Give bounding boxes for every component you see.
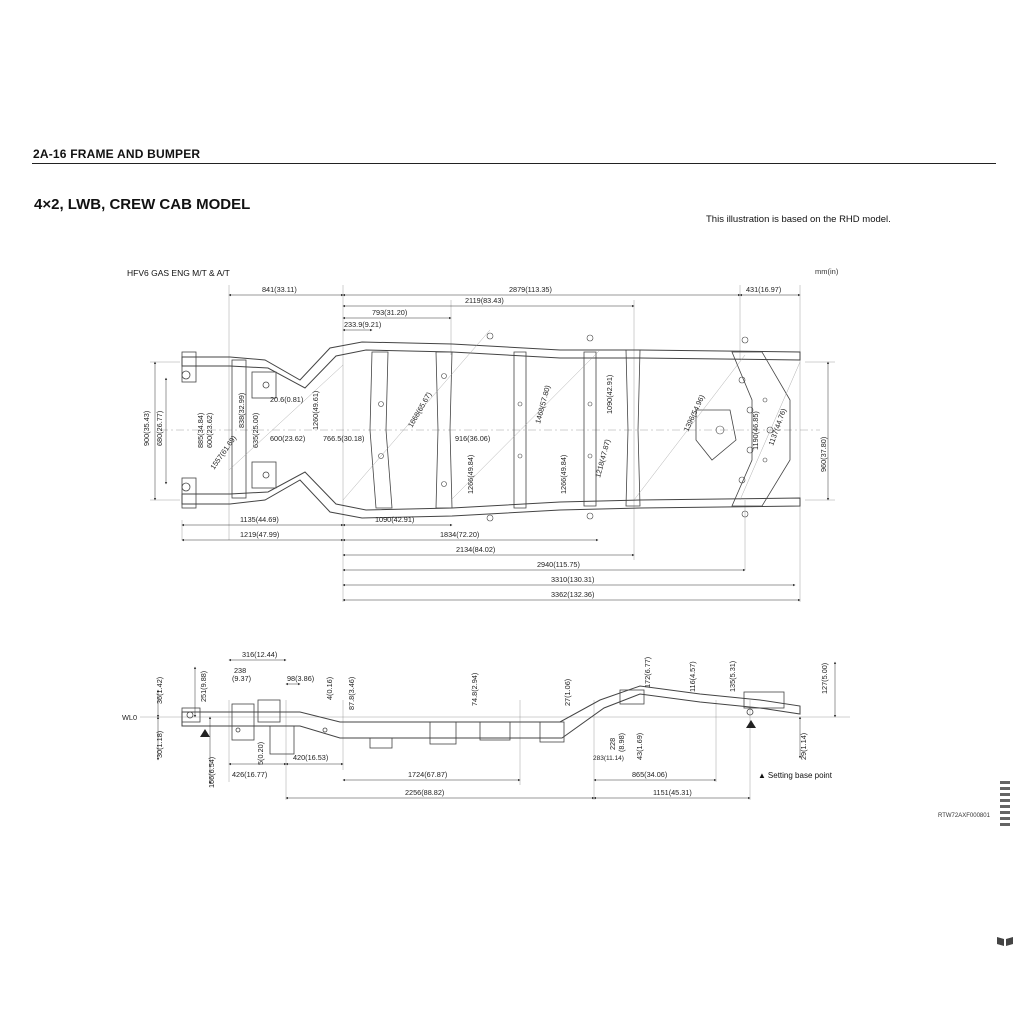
legend: ▲Setting base point [758, 771, 832, 780]
dim-s1724: 1724(67.87) [408, 770, 447, 779]
legend-label: Setting base point [767, 771, 832, 780]
dim-h916: 916(36.06) [455, 434, 490, 443]
dim-v1468: 1468(57.80) [533, 384, 552, 424]
dim-s238: 238 [234, 666, 246, 675]
unit-label: mm(in) [815, 267, 839, 276]
rhd-note: This illustration is based on the RHD mo… [706, 214, 891, 225]
triangle-icon: ▲ [758, 771, 766, 780]
dim-s43: 43(1.69) [635, 733, 644, 760]
dim-h2940: 2940(115.75) [537, 560, 580, 569]
engine-label: HFV6 GAS ENG M/T & A/T [127, 268, 230, 278]
dim-h3310: 3310(130.31) [551, 575, 594, 584]
dim-v1090: 1090(42.91) [605, 375, 614, 414]
top-view [150, 285, 835, 602]
dim-s135: 135(5.31) [728, 661, 737, 692]
dim-s30: 30(1.18) [155, 731, 164, 758]
dim-s426: 426(16.77) [232, 770, 267, 779]
dim-v885: 885(34.84) [196, 413, 205, 448]
dim-s166: 166(6.54) [207, 757, 216, 788]
dim-s29: 29(1.14) [799, 733, 808, 760]
dim-v960: 960(37.80) [819, 437, 828, 472]
dim-h1834: 1834(72.20) [440, 530, 479, 539]
dim-s2256: 2256(88.82) [405, 788, 444, 797]
dim-h1219: 1219(47.99) [240, 530, 279, 539]
margin-index-mark [1000, 781, 1010, 829]
dim-h1090b: 1090(42.91) [375, 515, 414, 524]
dim-h793: 793(31.20) [372, 308, 407, 317]
header-rule [32, 163, 996, 164]
dim-h841: 841(33.11) [262, 285, 297, 294]
reference-code: RTW72AXF000801 [938, 813, 990, 819]
dim-s316: 316(12.44) [242, 650, 277, 659]
dim-v1266b: 1266(49.84) [559, 455, 568, 494]
dim-s27: 27(1.06) [563, 679, 572, 706]
dim-h20: 20.6(0.81) [270, 395, 303, 404]
dim-s748: 74.8(2.94) [470, 673, 479, 706]
dim-v1668: 1668(65.67) [406, 390, 433, 429]
dim-h2134: 2134(84.02) [456, 545, 495, 554]
top-view-labels: 841(33.11) 2879(113.35) 431(16.97) 2119(… [142, 285, 828, 599]
dim-v900: 900(35.43) [142, 411, 151, 446]
dim-h233: 233.9(9.21) [344, 320, 381, 329]
dim-v1260: 1260(49.61) [311, 391, 320, 430]
book-icon [997, 937, 1013, 946]
dim-s116: 116(4.57) [688, 661, 697, 692]
dim-h3362: 3362(132.36) [551, 590, 594, 599]
dim-h600: 600(23.62) [270, 434, 305, 443]
dim-s865: 865(34.06) [632, 770, 667, 779]
dim-s1151: 1151(45.31) [653, 788, 692, 797]
side-view-labels: WL0 316(12.44) 238 (9.37) 98(3.86) 426(1… [122, 650, 829, 797]
dim-s5: 5(0.20) [256, 742, 265, 765]
wl0-label: WL0 [122, 713, 137, 722]
dim-v1266a: 1266(49.84) [466, 455, 475, 494]
dim-v680: 680(26.77) [155, 411, 164, 446]
dim-h1135: 1135(44.69) [240, 515, 279, 524]
dim-h766: 766.5(30.18) [323, 434, 364, 443]
dim-h2879: 2879(113.35) [509, 285, 552, 294]
dim-s898: (8.98) [617, 733, 626, 752]
dim-s228: 228 [608, 738, 617, 750]
model-title: 4×2, LWB, CREW CAB MODEL [34, 196, 251, 213]
side-view [140, 658, 850, 800]
dim-s36: 36(1.42) [155, 677, 164, 704]
dim-s172: 172(6.77) [643, 657, 652, 688]
dim-s878: 87.8(3.46) [347, 677, 356, 710]
dim-v635: 635(25.00) [251, 413, 260, 448]
dim-s420: 420(16.53) [293, 753, 328, 762]
dim-s127: 127(5.00) [820, 663, 829, 694]
dim-s937: (9.37) [232, 674, 251, 683]
dim-h431: 431(16.97) [746, 285, 781, 294]
dim-v1396: 1396(54.96) [682, 393, 707, 432]
dim-v600b: 600(23.62) [205, 413, 214, 448]
section-title: 2A-16 FRAME AND BUMPER [33, 147, 201, 161]
dim-s251: 251(9.88) [199, 671, 208, 702]
dim-h2119: 2119(83.43) [465, 296, 504, 305]
dim-s283: 283(11.14) [593, 755, 624, 762]
dim-v1190: 1190(46.85) [751, 411, 760, 450]
dim-s016: 4(0.16) [325, 677, 334, 700]
dim-s98: 98(3.86) [287, 674, 314, 683]
dim-v838: 838(32.99) [237, 393, 246, 428]
